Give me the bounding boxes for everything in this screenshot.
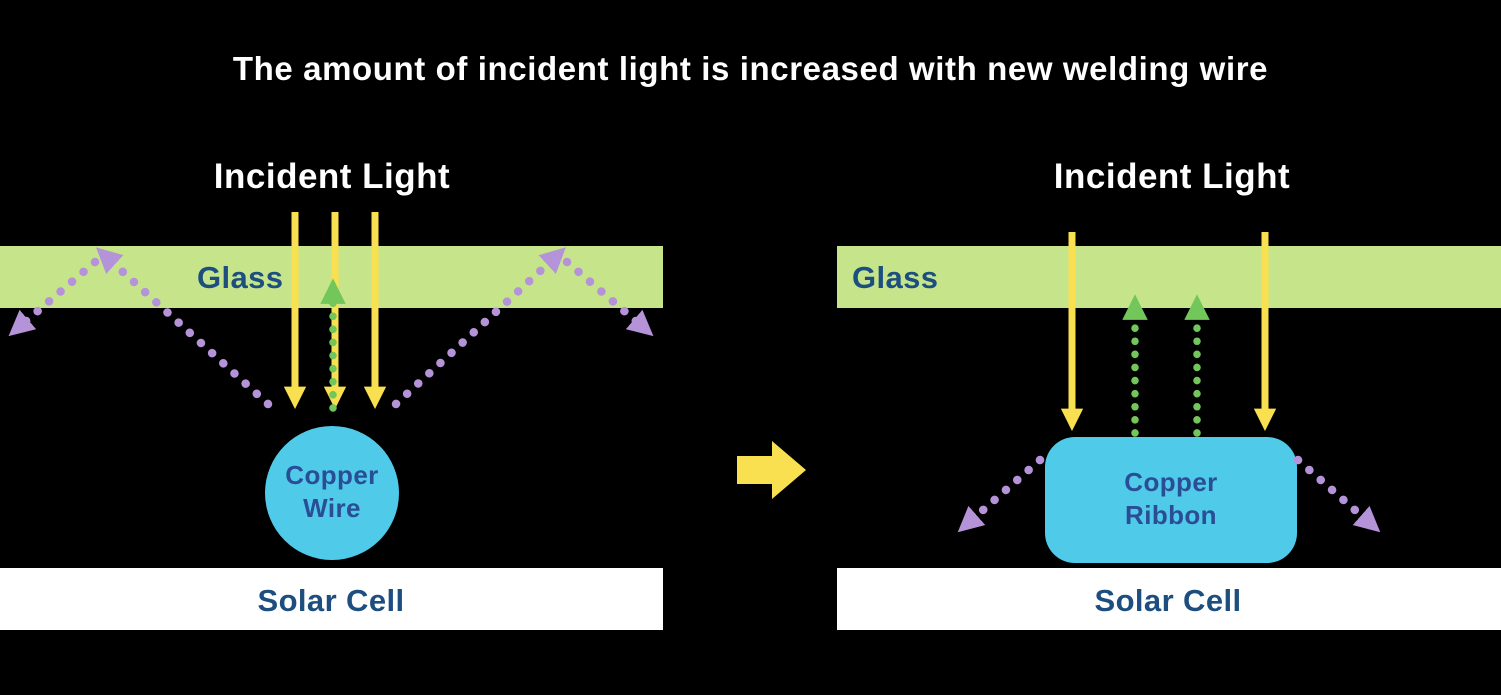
reflected-ray-right-out	[562, 257, 654, 337]
reflected-ray-left-up	[95, 247, 273, 409]
solar-cell-label-right: Solar Cell	[1094, 583, 1242, 618]
reflected-ray-left-out	[8, 257, 100, 337]
scattered-ray-right-left	[957, 455, 1045, 533]
copper-wire-label-line1: Copper	[285, 460, 379, 490]
copper-ribbon-label-line1: Copper	[1124, 467, 1218, 497]
copper-ribbon-shape	[1045, 437, 1297, 563]
copper-ribbon-label: Copper Ribbon	[1071, 466, 1271, 532]
copper-ribbon-label-line2: Ribbon	[1125, 500, 1217, 530]
transition-arrow-icon	[737, 441, 806, 499]
glass-label-left: Glass	[197, 260, 284, 295]
diagram-title: The amount of incident light is increase…	[232, 50, 1269, 87]
copper-wire-shape	[265, 426, 399, 560]
solar-cell-band-right	[837, 568, 1501, 630]
glass-label-right: Glass	[852, 260, 939, 295]
copper-wire-label-line2: Wire	[303, 493, 361, 523]
scattered-ray-right-right	[1293, 455, 1381, 533]
reflected-ray-right-up	[391, 247, 566, 409]
copper-wire-label: Copper Wire	[252, 459, 412, 525]
solar-cell-band-left	[0, 568, 663, 630]
glass-band-right	[837, 246, 1501, 308]
incident-light-heading-right: Incident Light	[1053, 157, 1291, 196]
solar-cell-label-left: Solar Cell	[257, 583, 405, 618]
incident-light-heading-left: Incident Light	[213, 157, 451, 196]
